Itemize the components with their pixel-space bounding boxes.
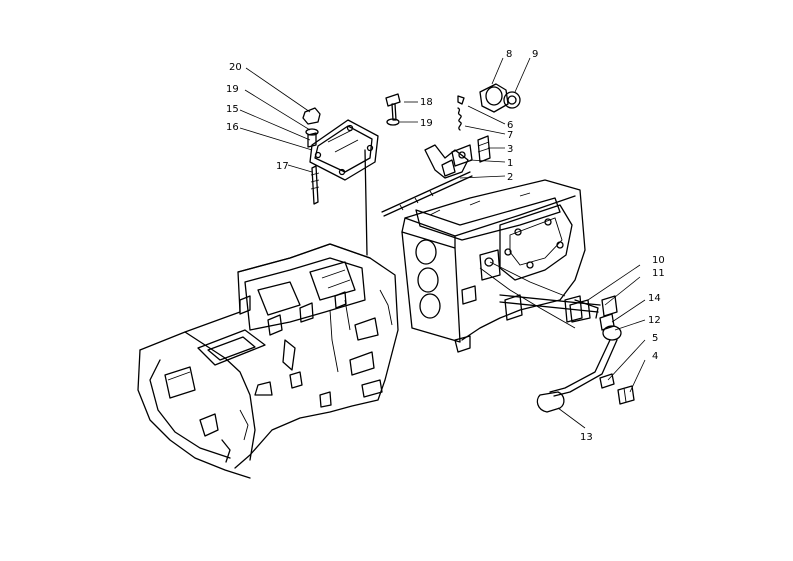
part-label-11: 11 xyxy=(652,268,665,279)
pivot-shaft xyxy=(499,294,601,323)
washer-19-lower xyxy=(305,128,319,136)
washer-19-upper xyxy=(386,118,400,126)
ball-6 xyxy=(457,95,465,105)
part-label-8: 8 xyxy=(506,49,512,60)
housing-bore-lower xyxy=(419,293,441,319)
part-label-6: 6 xyxy=(507,120,513,131)
part-label-16: 16 xyxy=(226,122,239,133)
transmission-housing-left xyxy=(137,243,399,479)
housing-bore-middle xyxy=(417,267,439,293)
part-label-20: 20 xyxy=(229,62,242,73)
lever-assembly xyxy=(536,295,635,413)
part-label-2: 2 xyxy=(507,172,513,183)
part-label-19-upper: 19 xyxy=(420,118,433,129)
part-label-3: 3 xyxy=(507,144,513,155)
part-label-9: 9 xyxy=(532,49,538,60)
plug-assembly xyxy=(479,83,521,113)
part-label-19: 19 xyxy=(226,84,239,95)
bolt-18 xyxy=(385,93,401,107)
top-cover-assembly xyxy=(302,93,401,256)
lever-bracket-10 xyxy=(569,299,591,323)
part-label-10: 10 xyxy=(652,255,665,266)
part-label-17: 17 xyxy=(276,161,289,172)
lever-hub-12 xyxy=(602,325,622,341)
bolt-4 xyxy=(617,385,635,405)
bolt-3 xyxy=(477,135,491,163)
part-labels: 20 19 15 16 17 18 19 8 9 6 7 3 1 2 10 11… xyxy=(226,49,665,443)
part-label-5: 5 xyxy=(652,333,658,344)
spring-7 xyxy=(457,107,462,131)
leader-lines xyxy=(239,57,646,429)
knob-13 xyxy=(536,391,565,413)
shift-fork-1 xyxy=(424,144,469,179)
part-label-15: 15 xyxy=(226,104,239,115)
nut-20 xyxy=(302,107,321,125)
gearbox-housing-center xyxy=(401,179,586,353)
washer-5 xyxy=(599,373,615,389)
part-label-13: 13 xyxy=(580,432,593,443)
plug-8 xyxy=(479,83,509,113)
part-label-1: 1 xyxy=(507,158,513,169)
stud-17 xyxy=(311,165,319,205)
part-label-14: 14 xyxy=(648,293,661,304)
shift-rail-assembly xyxy=(381,95,491,217)
o-ring-9 xyxy=(503,91,521,109)
housing-bore-upper xyxy=(415,239,437,265)
pin-11 xyxy=(601,295,618,317)
part-label-4: 4 xyxy=(652,351,658,362)
part-label-12: 12 xyxy=(648,315,661,326)
part-label-7: 7 xyxy=(507,130,513,141)
part-label-18: 18 xyxy=(420,97,433,108)
